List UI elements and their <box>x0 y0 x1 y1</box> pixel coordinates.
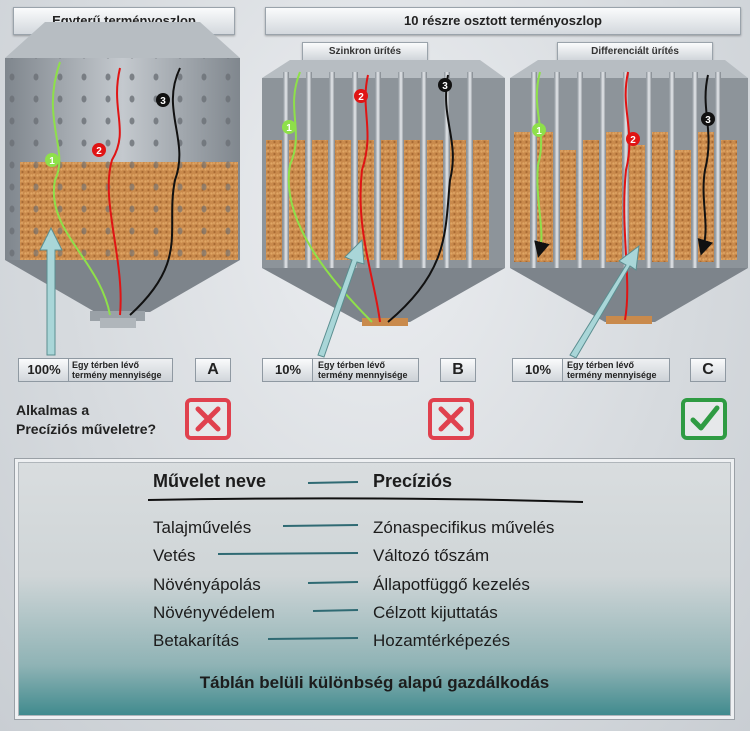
letter-c: C <box>690 358 726 382</box>
marker-1-c: 1 <box>536 126 542 137</box>
silo-a <box>5 22 240 328</box>
paths-b <box>287 71 454 323</box>
label-box-a <box>68 358 173 382</box>
letter-b: B <box>440 358 476 382</box>
precision-targeted-application: Célzott kijuttatás <box>373 603 498 622</box>
label-box-c <box>562 358 670 382</box>
cross-icon-a <box>185 398 231 440</box>
head-precision: Precíziós <box>373 471 453 491</box>
panel-footer: Táblán belüli különbség alapú gazdálkodá… <box>199 673 550 692</box>
silo-b <box>262 60 505 326</box>
marker-2-c: 2 <box>630 135 636 146</box>
marker-3-b: 3 <box>442 81 448 92</box>
operation-soil-tillage: Talajművelés <box>153 518 252 537</box>
label-box-b <box>312 358 419 382</box>
panel-connectors <box>147 481 584 640</box>
operation-crop-care: Növényápolás <box>153 575 261 594</box>
paths-c <box>534 71 713 321</box>
marker-3-a: 3 <box>160 96 166 107</box>
question-line-1: Alkalmas a <box>16 402 90 418</box>
cross-icon-b <box>428 398 474 440</box>
precision-question: Alkalmas a Precíziós műveletre? <box>16 401 156 439</box>
marker-3-c: 3 <box>705 115 711 126</box>
letter-a: A <box>195 358 231 382</box>
percent-a: 100% <box>18 358 70 382</box>
paths-a <box>51 61 181 316</box>
operation-sowing: Vetés <box>153 546 196 565</box>
marker-1-a: 1 <box>49 156 55 167</box>
precision-yield-mapping: Hozamtérképezés <box>373 631 511 650</box>
marker-2-b: 2 <box>358 92 364 103</box>
path-markers: 1 2 3 1 2 3 1 2 3 <box>45 78 715 167</box>
operation-harvesting: Betakarítás <box>153 631 239 650</box>
percent-c: 10% <box>512 358 564 382</box>
marker-1-b: 1 <box>286 123 292 134</box>
arrows <box>39 226 640 359</box>
quantity-label-c: Egy térben lévő termény mennyisége <box>567 360 657 380</box>
quantity-label-a: Egy térben lévő termény mennyisége <box>72 360 162 380</box>
percent-b: 10% <box>262 358 314 382</box>
precision-condition-based: Állapotfüggő kezelés <box>373 575 530 594</box>
check-icon-c <box>681 398 727 440</box>
quantity-label-b: Egy térben lévő termény mennyisége <box>318 360 408 380</box>
question-line-2: Precíziós műveletre? <box>16 421 157 437</box>
precision-variable-density: Változó tőszám <box>373 546 490 565</box>
head-operation-name: Művelet neve <box>153 471 267 491</box>
operations-panel: Művelet neve Precíziós Talajművelés Zóna… <box>15 459 734 719</box>
operation-crop-protection: Növényvédelem <box>153 603 275 622</box>
header-divided-column: 10 részre osztott terményoszlop <box>265 7 741 35</box>
marker-2-a: 2 <box>96 146 102 157</box>
precision-zone-specific: Zónaspecifikus művelés <box>373 518 555 537</box>
silo-illustration: 1 2 3 1 2 3 1 2 3 <box>5 22 748 359</box>
silo-c <box>510 60 748 324</box>
